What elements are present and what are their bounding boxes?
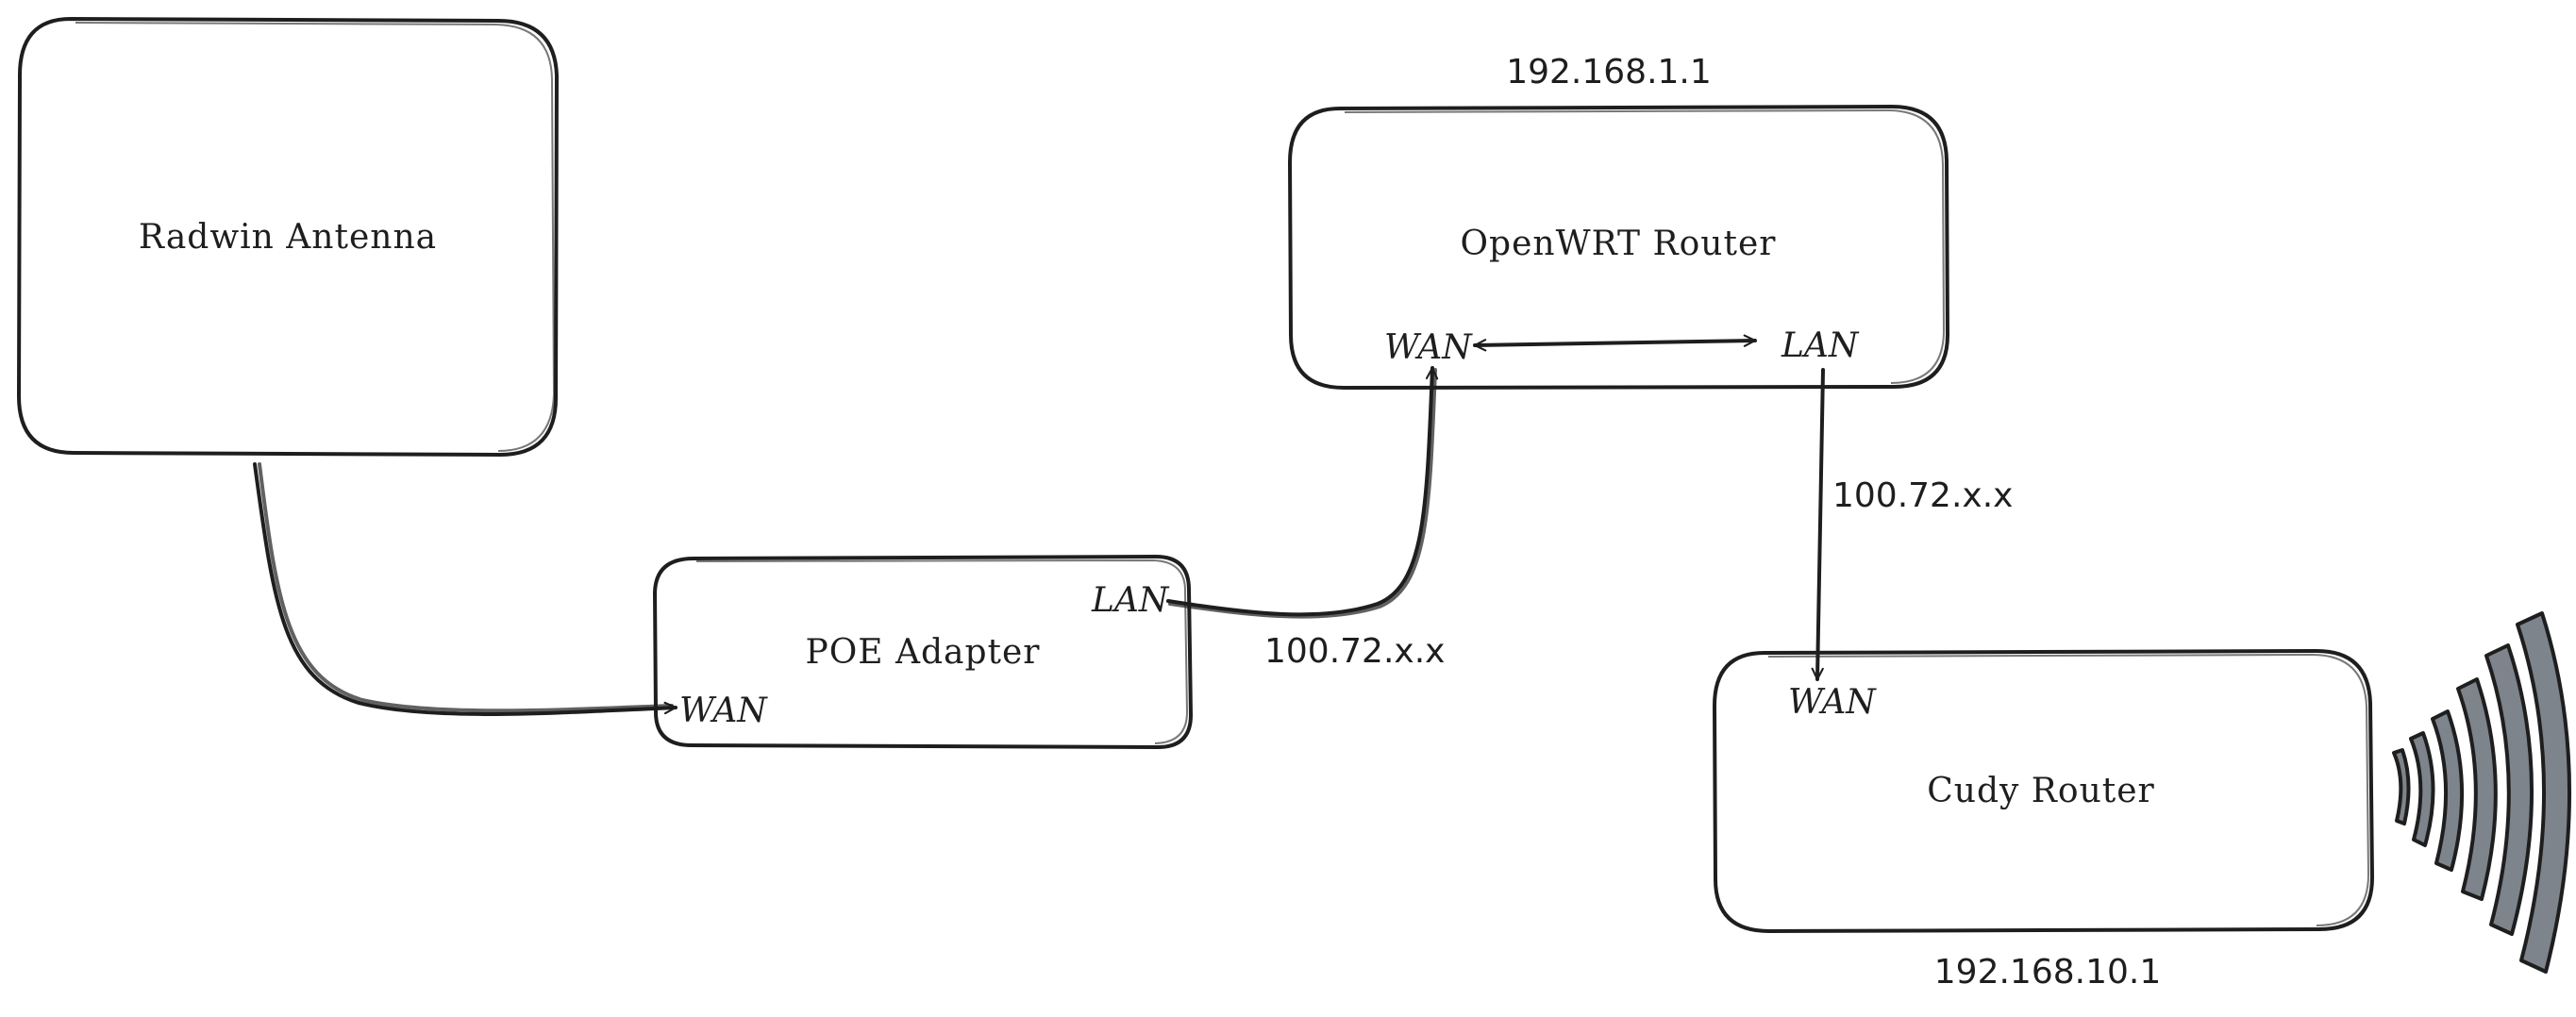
poe-wan-port-label: WAN [679,692,768,730]
openwrt-ip-label: 192.168.1.1 [1506,53,1712,92]
openwrt-wan-lan-link[interactable] [1473,334,1757,352]
poe-to-openwrt-link[interactable] [1166,366,1439,617]
wifi-wave-2 [2409,731,2435,847]
openwrt-router-node[interactable]: 192.168.1.1 OpenWRT Router WAN LAN [1287,53,1950,391]
radwin-to-poe-link[interactable] [253,462,677,716]
poe-to-openwrt-link-label: 100.72.x.x [1264,632,1445,671]
cudy-router-label: Cudy Router [1927,772,2155,810]
radwin-to-poe-link-sketch [258,462,674,713]
radwin-antenna-box-sketch [75,22,556,452]
poe-to-openwrt-link-sketch [1168,368,1437,619]
radwin-antenna-node[interactable]: Radwin Antenna [16,16,560,458]
radwin-antenna-box [16,16,560,458]
wifi-wave-4 [2456,677,2498,901]
poe-lan-port-label: LAN [1091,581,1170,620]
openwrt-to-cudy-link-label: 100.72.x.x [1832,476,2013,515]
wifi-wave-5 [2484,643,2534,936]
radwin-antenna-label: Radwin Antenna [139,218,437,257]
openwrt-router-box-sketch [1344,108,1946,384]
poe-adapter-box [652,554,1194,750]
cudy-router-box [1712,648,2375,934]
openwrt-lan-port-label: LAN [1781,326,1860,365]
cudy-ip-label: 192.168.10.1 [1934,953,2161,992]
cudy-router-box-sketch [1767,653,2370,926]
wifi-wave-6 [2516,611,2571,974]
wifi-wave-3 [2431,709,2465,872]
poe-adapter-box-sketch [695,559,1189,744]
poe-adapter-node[interactable]: POE Adapter LAN WAN [652,554,1194,750]
poe-adapter-label: POE Adapter [806,633,1041,672]
cudy-router-node[interactable]: Cudy Router WAN 192.168.10.1 [1712,648,2375,992]
openwrt-to-cudy-link[interactable] [1811,368,1825,681]
openwrt-router-box [1287,104,1950,391]
openwrt-wan-port-label: WAN [1384,328,1473,367]
wifi-wave-1 [2392,748,2411,825]
wifi-signal-icon [2392,611,2571,974]
openwrt-router-label: OpenWRT Router [1461,225,1777,263]
cudy-wan-port-label: WAN [1788,683,1877,722]
